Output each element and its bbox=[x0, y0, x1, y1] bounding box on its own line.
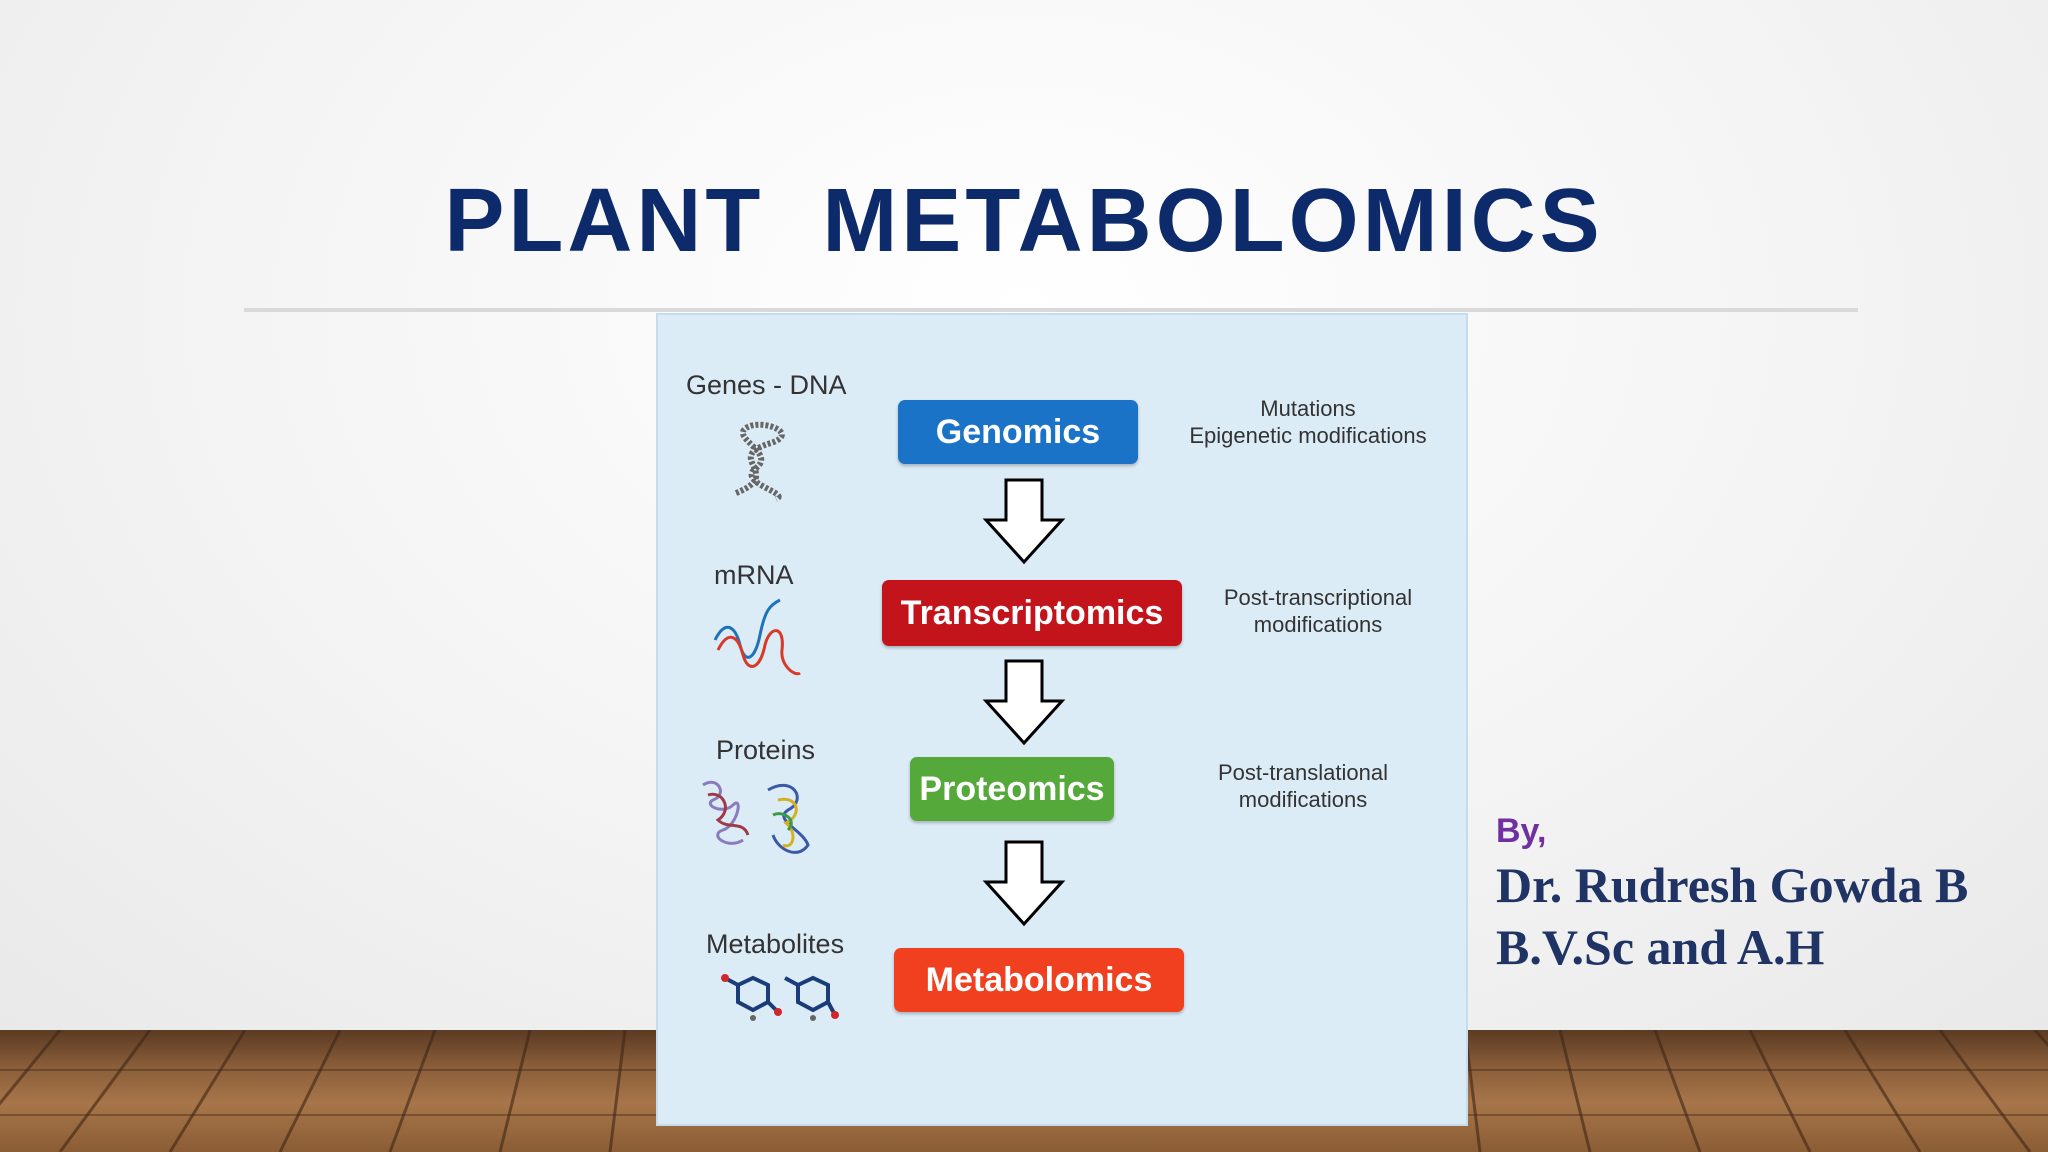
genomics-box: Genomics bbox=[898, 400, 1138, 464]
down-arrow-1 bbox=[982, 478, 1066, 565]
metabolite-molecule-icon bbox=[721, 974, 839, 1021]
source-label-mrna: mRNA bbox=[714, 560, 794, 590]
source-label-metabolites: Metabolites bbox=[706, 929, 845, 959]
slide-title: PLANT METABOLOMICS bbox=[444, 171, 1604, 271]
note-post-transcriptional: Post-transcriptional bbox=[1223, 585, 1413, 610]
metabolomics-box: Metabolomics bbox=[894, 948, 1184, 1012]
mrna-strand-icon bbox=[713, 598, 801, 676]
by-label: By, bbox=[1496, 812, 1547, 850]
down-arrow-3 bbox=[982, 840, 1066, 927]
transcriptomics-box: Transcriptomics bbox=[882, 580, 1182, 646]
protein-structure-icon bbox=[702, 780, 810, 854]
genomics-notes: Mutations Epigenetic modifications bbox=[1168, 395, 1448, 449]
note-modifications-1: modifications bbox=[1253, 612, 1383, 637]
dna-helix-icon bbox=[734, 421, 785, 502]
proteomics-notes: Post-translational modifications bbox=[1188, 759, 1418, 813]
source-label-proteins: Proteins bbox=[716, 735, 816, 765]
proteomics-label: Proteomics bbox=[919, 769, 1105, 808]
metabolomics-label: Metabolomics bbox=[925, 960, 1153, 999]
author-name: Dr. Rudresh Gowda B bbox=[1496, 857, 1969, 913]
down-arrow-2 bbox=[982, 659, 1066, 746]
title-divider bbox=[244, 308, 1858, 312]
genomics-label: Genomics bbox=[935, 412, 1101, 451]
author-degree: B.V.Sc and A.H bbox=[1496, 919, 1825, 975]
omics-diagram-panel: Genes - DNA Genomics Mutations Epigeneti… bbox=[656, 313, 1468, 1126]
transcriptomics-notes: Post-transcriptional modifications bbox=[1198, 584, 1438, 638]
transcriptomics-label: Transcriptomics bbox=[900, 593, 1164, 632]
note-mutations: Mutations bbox=[1260, 396, 1356, 421]
note-post-translational: Post-translational bbox=[1218, 760, 1388, 785]
proteomics-box: Proteomics bbox=[910, 757, 1114, 821]
source-label-genes-dna: Genes - DNA bbox=[686, 370, 847, 400]
note-epigenetic: Epigenetic modifications bbox=[1189, 423, 1427, 448]
note-modifications-2: modifications bbox=[1238, 787, 1368, 812]
